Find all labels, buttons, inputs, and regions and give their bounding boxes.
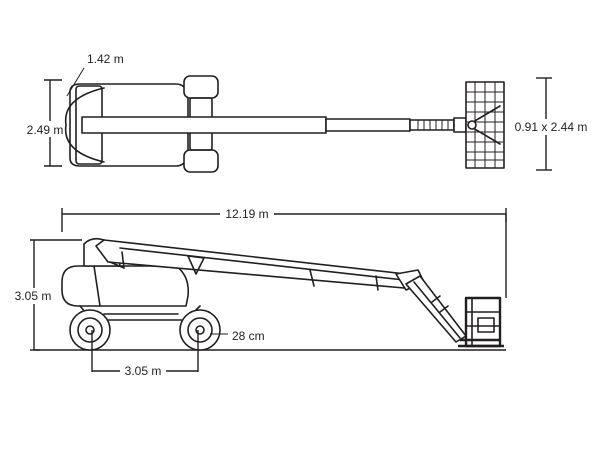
ground-clearance-label: 28 cm bbox=[232, 329, 265, 343]
platform-top bbox=[465, 81, 505, 169]
jib-arm-seam bbox=[413, 281, 461, 339]
boom-base-section-top bbox=[81, 116, 327, 134]
boom-section-joint bbox=[309, 269, 315, 287]
stowed-height-label: 3.05 m bbox=[15, 289, 52, 303]
jib-rotator-top bbox=[417, 120, 449, 130]
wheelbase-label: 3.05 m bbox=[125, 364, 162, 378]
jib-knuckle-top bbox=[453, 117, 467, 133]
boom-lift-cylinder-side bbox=[109, 251, 125, 269]
boom-section-joint-2 bbox=[375, 275, 379, 291]
rear-wheel-left-top bbox=[183, 75, 219, 99]
platform-label-bg bbox=[508, 119, 594, 135]
chassis-width-label: 2.49 m bbox=[27, 123, 64, 137]
reach-label-bg bbox=[220, 206, 274, 222]
height-label-bg bbox=[10, 288, 56, 304]
front-wheel-side bbox=[179, 309, 221, 351]
wheelbase-label-bg bbox=[120, 363, 166, 379]
width-label-bg bbox=[26, 121, 64, 137]
turret-panel-line bbox=[93, 265, 101, 307]
horizontal-reach-label: 12.19 m bbox=[225, 207, 268, 221]
horizontal-reach-dimension-line bbox=[61, 208, 507, 298]
platform-side bbox=[458, 296, 504, 348]
rear-wheel-side bbox=[69, 309, 111, 351]
chassis-length-label: 1.42 m bbox=[87, 52, 124, 66]
boom-fly-section-top bbox=[409, 119, 455, 131]
top-view: 2.49 m 1.42 m bbox=[26, 52, 594, 173]
rear-wheel-right-top bbox=[183, 149, 219, 173]
side-view: 12.19 m 3.05 m bbox=[10, 206, 507, 379]
platform-size-label: 0.91 x 2.44 m bbox=[515, 120, 588, 134]
counterweight-side bbox=[61, 265, 190, 307]
jib-cylinder-mark-2 bbox=[439, 305, 449, 313]
jib-cylinder-mark bbox=[431, 295, 441, 303]
counterweight-top bbox=[64, 87, 105, 163]
boom-seam-line bbox=[119, 247, 405, 281]
boom-mid-section-top bbox=[325, 118, 411, 132]
